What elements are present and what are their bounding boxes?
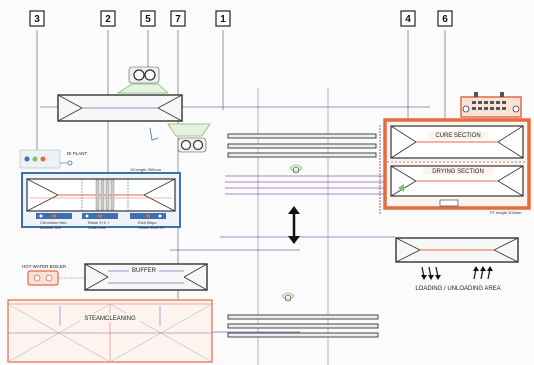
hot-water-boiler bbox=[27, 270, 85, 286]
buffer-booth: BUFFER bbox=[84, 263, 208, 291]
control-panel bbox=[460, 92, 522, 118]
callout-3: 3 bbox=[29, 10, 45, 27]
svg-text:CURE SECTION: CURE SECTION bbox=[435, 133, 480, 139]
loading-arrows bbox=[421, 266, 493, 280]
callout-2: 2 bbox=[100, 10, 116, 27]
boiler-label: HOT WATER BOILER bbox=[22, 264, 67, 269]
pump-unit-top bbox=[116, 66, 170, 94]
booth-caption-1: Chromium free Alodine 400 bbox=[40, 220, 67, 230]
booth-top bbox=[57, 94, 183, 122]
pretreatment-line: 19 length 300mm bbox=[21, 167, 181, 228]
svg-text:5: 5 bbox=[145, 14, 151, 25]
callout-4: 4 bbox=[400, 10, 416, 27]
callout-7: 7 bbox=[170, 10, 186, 27]
svg-text:1: 1 bbox=[220, 14, 226, 25]
center-equipment-lower bbox=[281, 292, 295, 302]
svg-text:BUFFER: BUFFER bbox=[132, 268, 157, 274]
svg-text:Etch Bhpo: Etch Bhpo bbox=[138, 220, 157, 225]
svg-text:4: 4 bbox=[405, 14, 411, 25]
booth-caption-3: Etch Bhpo Reach Etch ST bbox=[138, 220, 165, 230]
callout-1: 1 bbox=[215, 10, 231, 27]
svg-text:Rinse 1+2 +: Rinse 1+2 + bbox=[88, 220, 110, 225]
svg-text:3: 3 bbox=[34, 14, 40, 25]
svg-text:2: 2 bbox=[105, 14, 111, 25]
svg-text:7: 7 bbox=[175, 14, 181, 25]
svg-text:Reach Etch ST: Reach Etch ST bbox=[138, 225, 165, 230]
callout-6: 6 bbox=[437, 10, 453, 27]
track-group-upper bbox=[227, 133, 377, 158]
callout-5: 5 bbox=[140, 10, 156, 27]
svg-text:Alodine 400: Alodine 400 bbox=[40, 225, 62, 230]
loading-area-label: LOADING / UNLOADING AREA bbox=[415, 286, 500, 292]
svg-text:DI PLANT: DI PLANT bbox=[67, 151, 88, 156]
di-plant: DI PLANT bbox=[19, 149, 88, 169]
steamcleaning-area: STEAMCLEANING bbox=[7, 299, 213, 363]
double-arrow-icon bbox=[288, 206, 300, 244]
svg-text:6: 6 bbox=[442, 14, 448, 25]
svg-text:PT length 300mm: PT length 300mm bbox=[490, 210, 522, 215]
svg-text:DRYING SECTION: DRYING SECTION bbox=[432, 169, 484, 175]
loading-booth bbox=[395, 237, 519, 263]
pump-unit-mid bbox=[149, 123, 211, 153]
svg-text:STEAMCLEANING: STEAMCLEANING bbox=[84, 316, 136, 322]
svg-text:Drainrinse: Drainrinse bbox=[88, 225, 107, 230]
booth-caption-2: Rinse 1+2 + Drainrinse bbox=[88, 220, 110, 230]
svg-text:19 length 300mm: 19 length 300mm bbox=[130, 167, 162, 172]
oven-unit: PT length 300mm CURE SECTION DRYING SECT… bbox=[379, 118, 531, 215]
center-equipment-upper bbox=[289, 164, 303, 174]
track-group-lower bbox=[227, 314, 379, 338]
svg-text:Chromium free: Chromium free bbox=[40, 220, 67, 225]
